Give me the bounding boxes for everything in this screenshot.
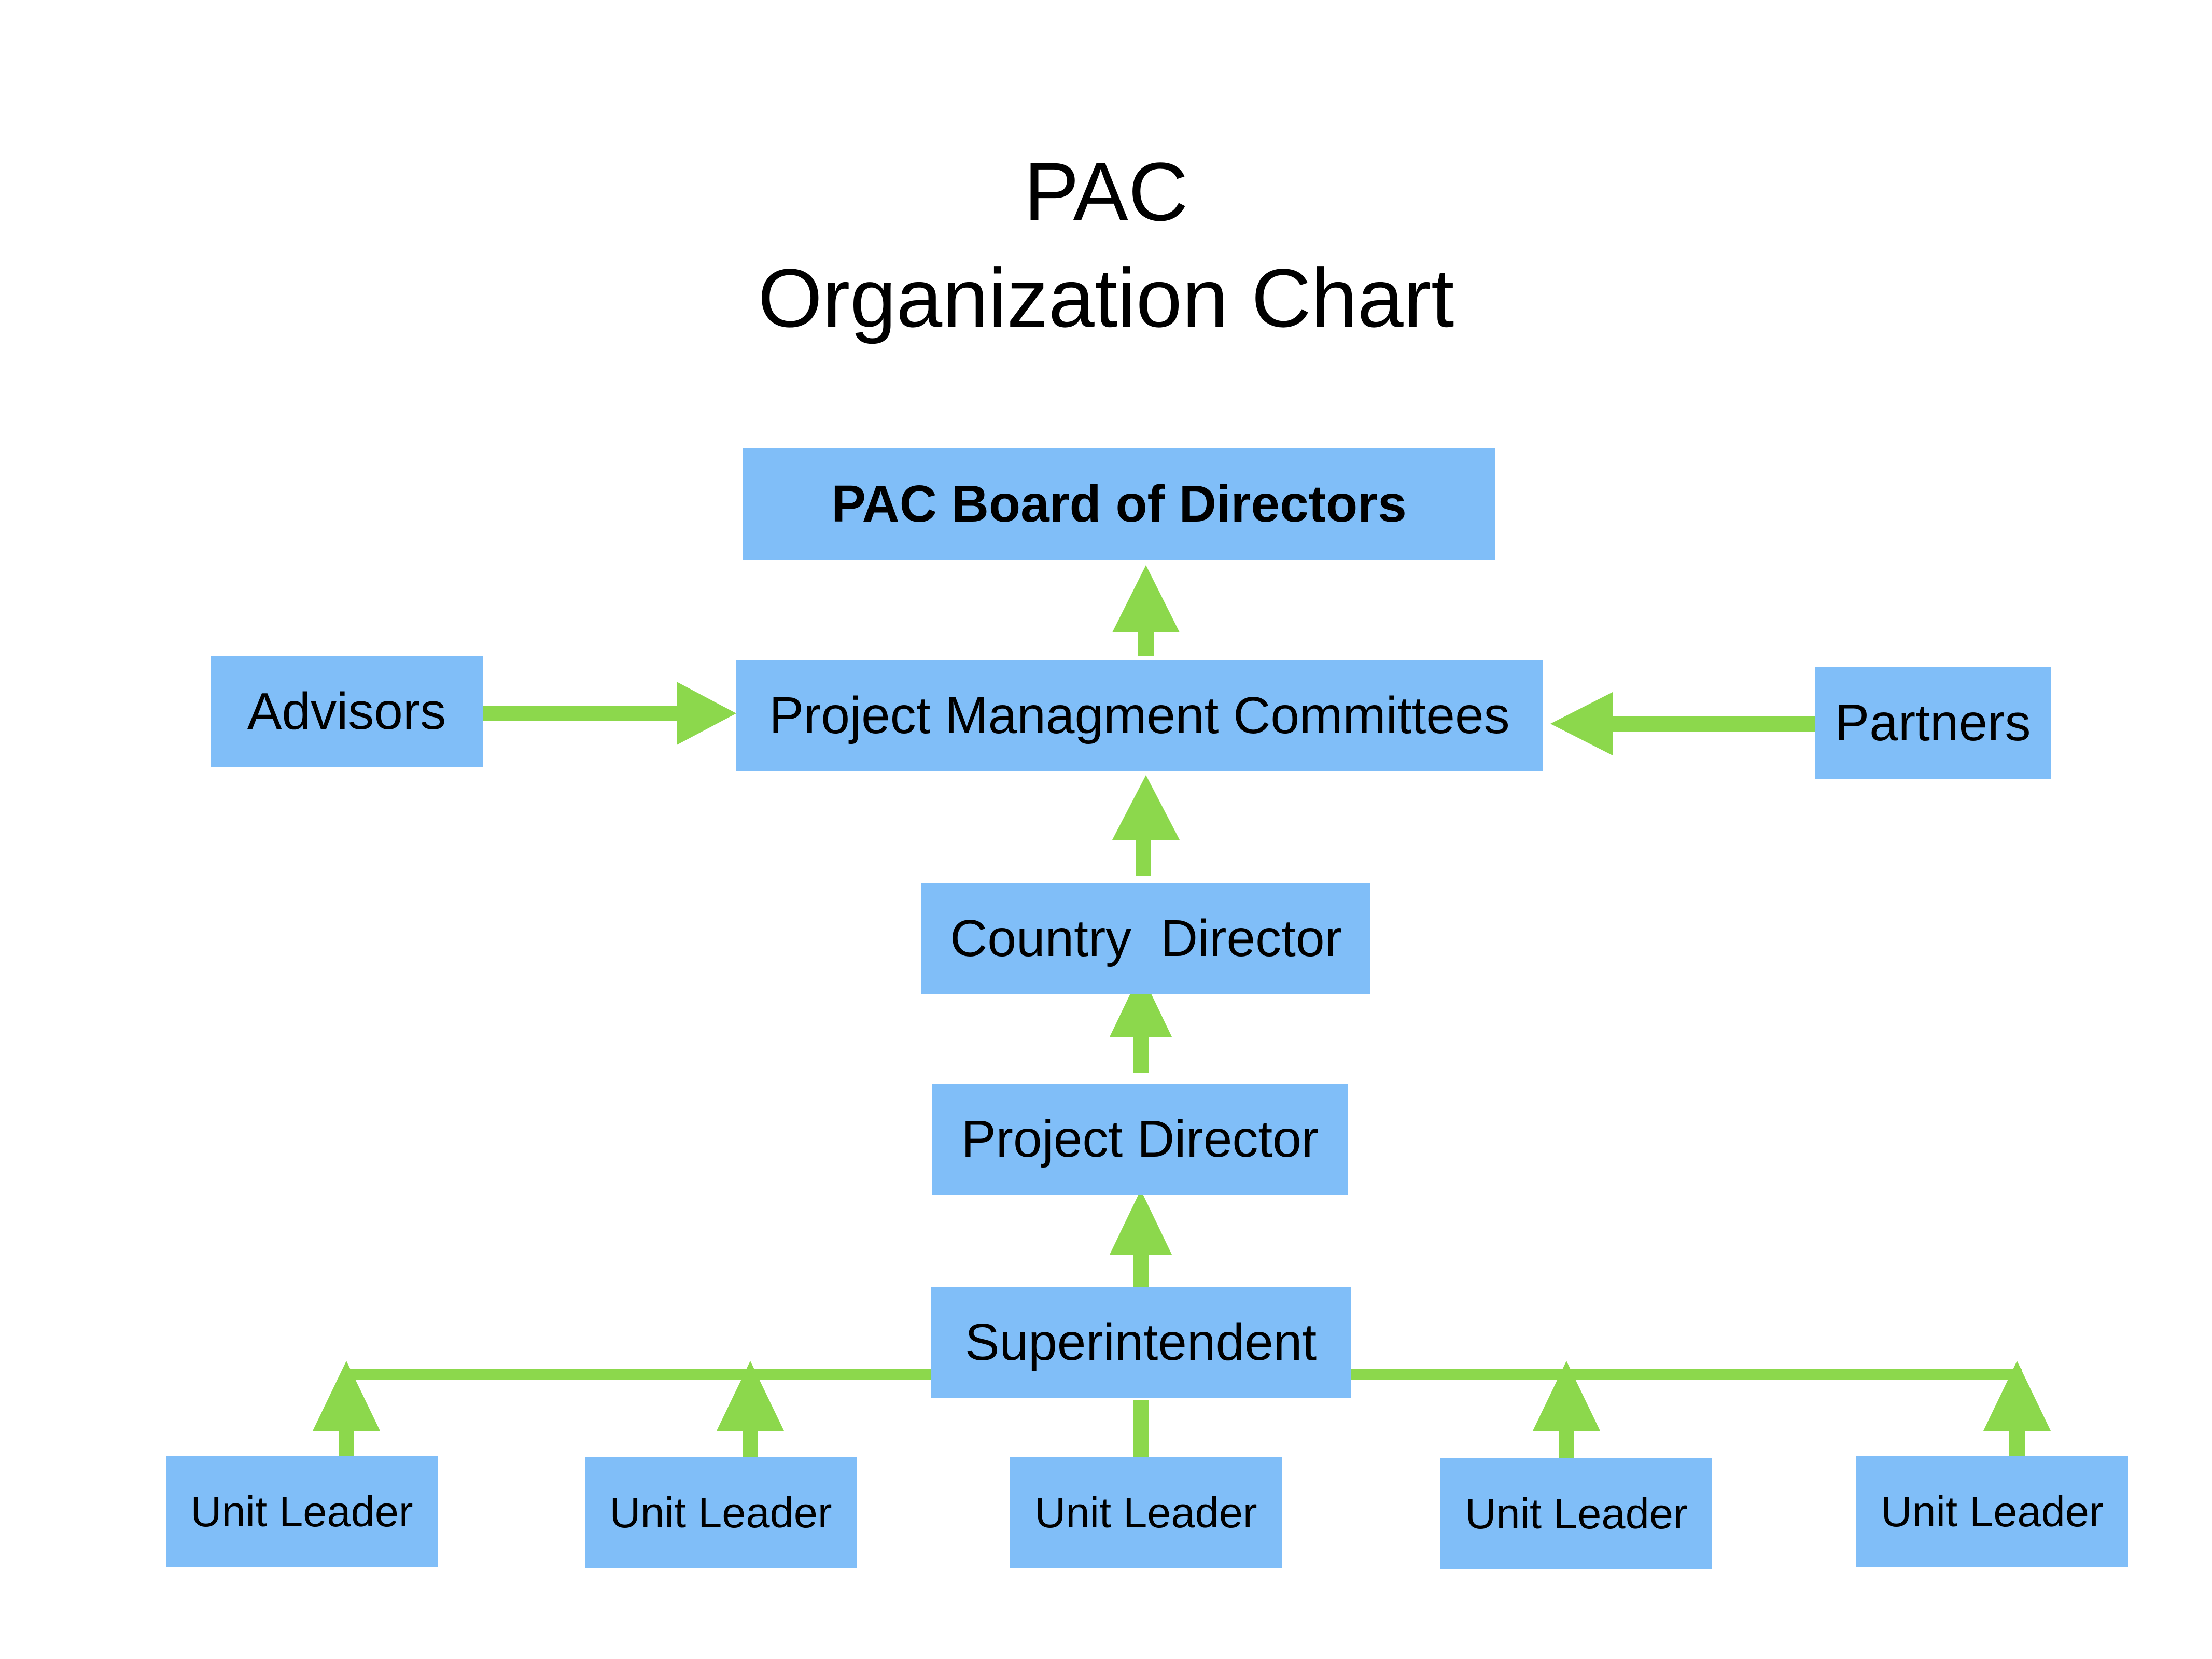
superintendent-box: Superintendent bbox=[931, 1287, 1351, 1398]
connector-advisors-pmc bbox=[482, 706, 679, 721]
unit-leader-box-4: Unit Leader bbox=[1440, 1458, 1712, 1569]
arrowhead-unit-4 bbox=[1533, 1361, 1600, 1431]
arrowhead-partners-pmc bbox=[1550, 692, 1613, 755]
partners-box: Partners bbox=[1815, 667, 2051, 779]
arrowhead-unit-1 bbox=[313, 1361, 380, 1431]
unit-leader-box-1: Unit Leader bbox=[166, 1456, 438, 1567]
unit-leader-box-2: Unit Leader bbox=[585, 1457, 857, 1568]
arrowhead-advisors-pmc bbox=[677, 682, 736, 745]
arrowhead-country-pmc bbox=[1112, 775, 1180, 840]
connector-bus-right bbox=[1348, 1369, 2022, 1380]
board-of-directors-box: PAC Board of Directors bbox=[743, 448, 1495, 560]
project-management-committees-box: Project Managment Committees bbox=[736, 660, 1543, 771]
unit-leader-box-3: Unit Leader bbox=[1010, 1457, 1282, 1568]
project-director-box: Project Director bbox=[932, 1084, 1348, 1195]
unit-leader-box-5: Unit Leader bbox=[1856, 1456, 2128, 1567]
country-director-box: Country Director bbox=[921, 883, 1370, 994]
arrowhead-project-country bbox=[1110, 972, 1172, 1037]
connector-partners-pmc bbox=[1602, 716, 1820, 732]
connector-unit-3 bbox=[1133, 1400, 1149, 1462]
arrowhead-unit-2 bbox=[717, 1361, 784, 1431]
advisors-box: Advisors bbox=[211, 656, 483, 767]
chart-title-line-1: PAC bbox=[1024, 145, 1188, 238]
chart-title-line-2: Organization Chart bbox=[758, 251, 1454, 344]
arrowhead-pmc-board bbox=[1112, 565, 1180, 632]
connector-bus-left bbox=[345, 1369, 936, 1380]
arrowhead-unit-5 bbox=[1983, 1361, 2051, 1431]
arrowhead-super-project bbox=[1110, 1190, 1172, 1255]
